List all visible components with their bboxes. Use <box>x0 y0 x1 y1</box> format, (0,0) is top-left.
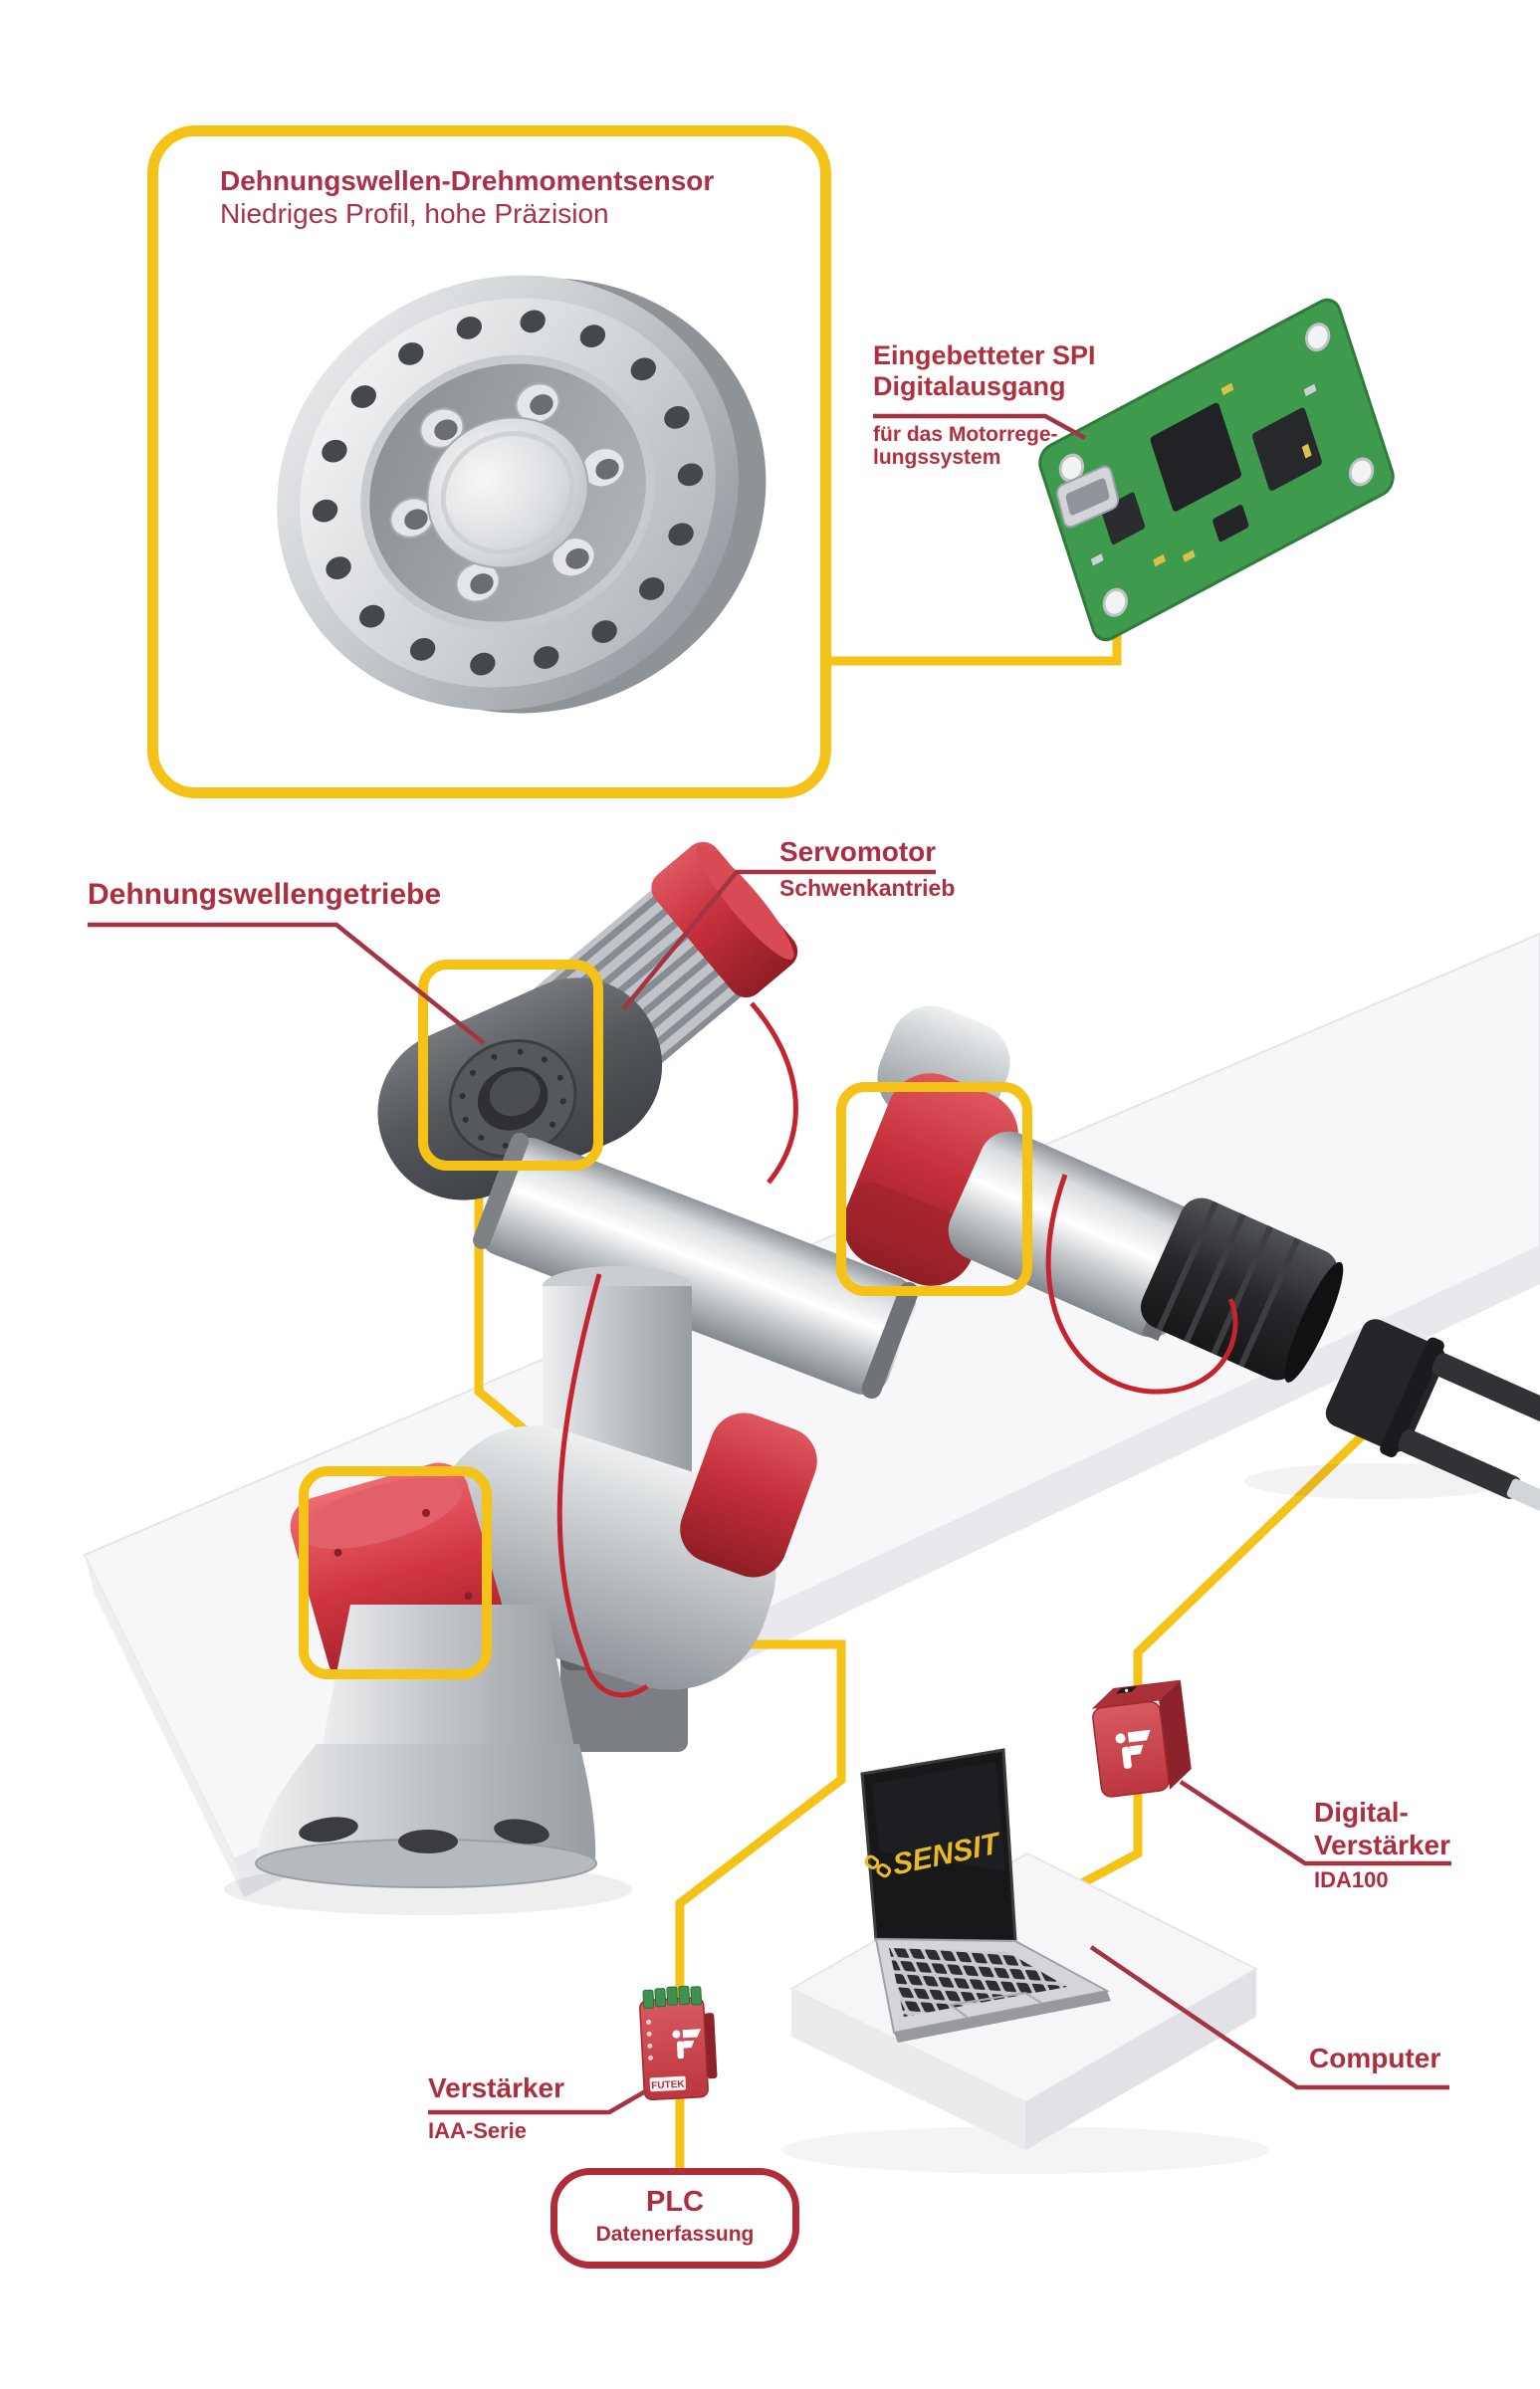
spi-pcb <box>1038 298 1395 642</box>
pcb-callout-title: Eingebetteter SPI Digitalausgang <box>873 340 1096 402</box>
red-cables <box>556 1001 1238 1698</box>
sensor-title: Dehnungswellen-Drehmomentsensor <box>220 165 715 196</box>
digital-amplifier-line1: Digital- <box>1314 1797 1409 1828</box>
robot-arm <box>224 841 1540 1915</box>
pcb-subtitle-line1: für das Motorrege- <box>873 423 1058 446</box>
digital-amplifier-line2: Verstärker <box>1314 1830 1451 1860</box>
digital-amplifier-label: Digital- Verstärker <box>1314 1796 1450 1861</box>
plc-subtitle: Datenerfassung <box>595 2223 755 2246</box>
work-beam <box>83 932 1540 1897</box>
servomotor-label: Servomotor <box>779 836 937 867</box>
pcb-subtitle-line2: lungssystem <box>873 446 1001 469</box>
pcb-title-line2: Digitalausgang <box>873 371 1066 401</box>
laptop-keyboard <box>889 1948 1067 2017</box>
plc-box: PLC Datenerfassung <box>550 2168 799 2269</box>
status-leds <box>646 2019 653 2061</box>
shoulder-red-ring <box>680 1412 817 1578</box>
digital-amplifier-device <box>1091 1679 1192 1798</box>
gear-housing <box>377 977 663 1200</box>
highlight-elbow-joint <box>836 1082 1032 1296</box>
gear-bolt-circle <box>459 1048 566 1149</box>
leader-computer <box>1089 1945 1449 2090</box>
base-column <box>317 1605 579 1772</box>
leader-pcb <box>873 413 1087 440</box>
plc-title: PLC <box>646 2186 704 2218</box>
flange-bolt-holes <box>312 310 704 676</box>
wrist-motor <box>1140 1197 1344 1383</box>
laptop: SENSIT <box>860 1748 1111 2043</box>
gear-label: Dehnungswellengetriebe <box>88 878 442 911</box>
amplifier-device: FUTEK <box>639 1985 718 2101</box>
amplifier-model: IAA-Serie <box>428 2118 528 2143</box>
leader-lines <box>88 413 1451 2115</box>
pcb-title-line1: Eingebetteter SPI <box>873 340 1096 370</box>
torque-sensor-flange <box>277 275 767 714</box>
iaa-module-label: FUTEK <box>651 2079 686 2092</box>
computer-label: Computer <box>1309 2043 1441 2073</box>
amplifier-label: Verstärker <box>428 2072 565 2103</box>
servomotor-sublabel: Schwenkantrieb <box>779 875 956 901</box>
sensor-callout-box: Dehnungswellen-Drehmomentsensor Niedrige… <box>147 125 831 798</box>
highlight-base-joint <box>299 1466 492 1679</box>
leader-gear <box>88 922 486 1045</box>
sensor-callout-text: Dehnungswellen-Drehmomentsensor Niedrige… <box>220 164 714 230</box>
micro-usb-port <box>1055 465 1120 529</box>
joint-highlights <box>299 960 1032 1679</box>
highlight-gear-joint <box>418 960 603 1171</box>
leader-amplifier <box>428 2088 649 2115</box>
sensor-subtitle: Niedriges Profil, hohe Präzision <box>220 198 609 230</box>
sensit-link-icon <box>864 1854 892 1878</box>
leader-servomotor <box>621 869 936 1011</box>
leader-digital-amplifier <box>1179 1780 1451 1866</box>
pcb-passives <box>1090 382 1317 567</box>
gripper <box>1325 1319 1540 1512</box>
digital-amplifier-model: IDA100 <box>1314 1867 1389 1892</box>
connector-robot-to-plc <box>474 1166 846 2173</box>
terminal-block <box>642 1985 703 2010</box>
pcb-callout-subtitle: für das Motorrege- lungssystem <box>873 423 1058 469</box>
